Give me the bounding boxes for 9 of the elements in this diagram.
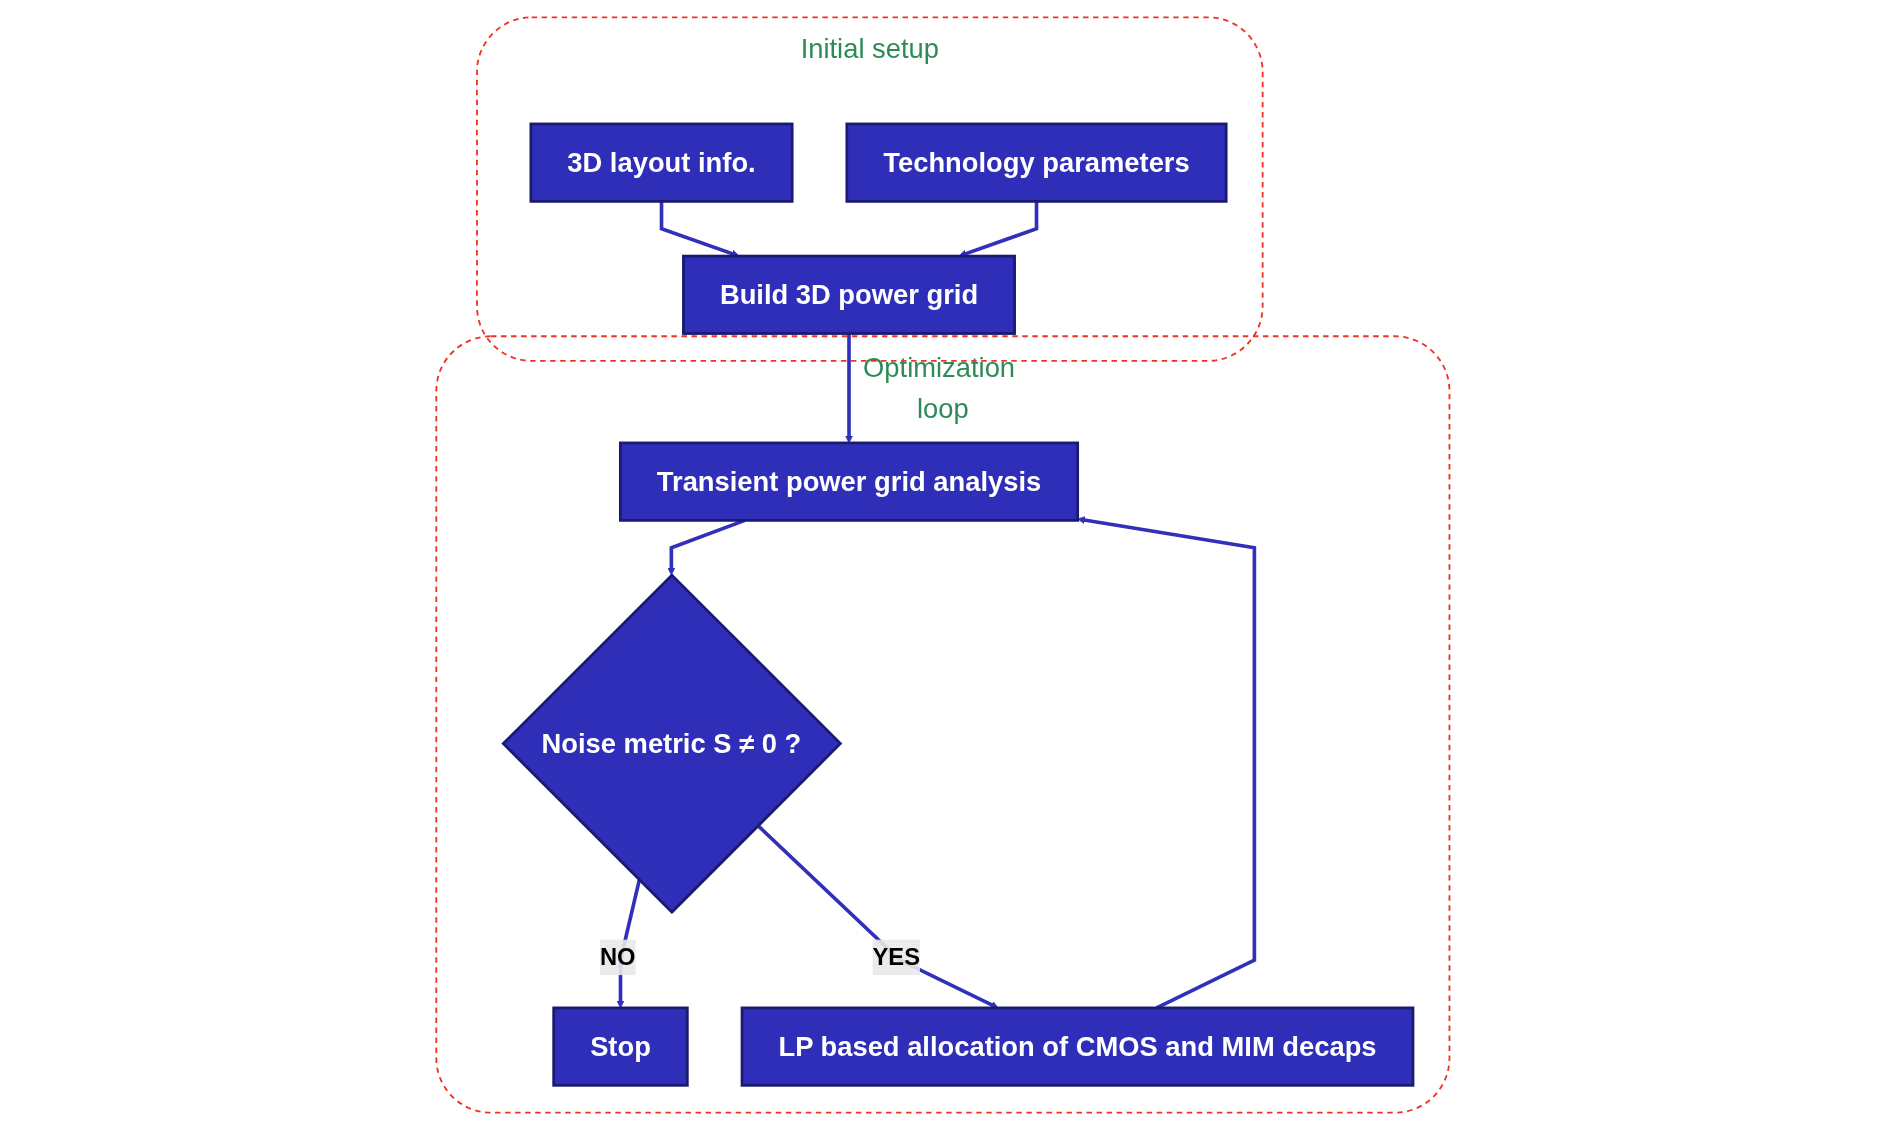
edge-label: YES bbox=[872, 943, 920, 971]
node-box: 3D layout info. bbox=[529, 122, 794, 203]
node-box: Stop bbox=[551, 1006, 689, 1087]
node-box: Build 3D power grid bbox=[681, 254, 1016, 335]
node-box: LP based allocation of CMOS and MIM decaps bbox=[740, 1006, 1414, 1087]
edge-label: NO bbox=[599, 943, 636, 971]
node-box: Technology parameters bbox=[845, 122, 1228, 203]
node-diamond: Noise metric S ≠ 0 ? bbox=[500, 573, 842, 915]
node-box: Transient power grid analysis bbox=[618, 441, 1079, 522]
